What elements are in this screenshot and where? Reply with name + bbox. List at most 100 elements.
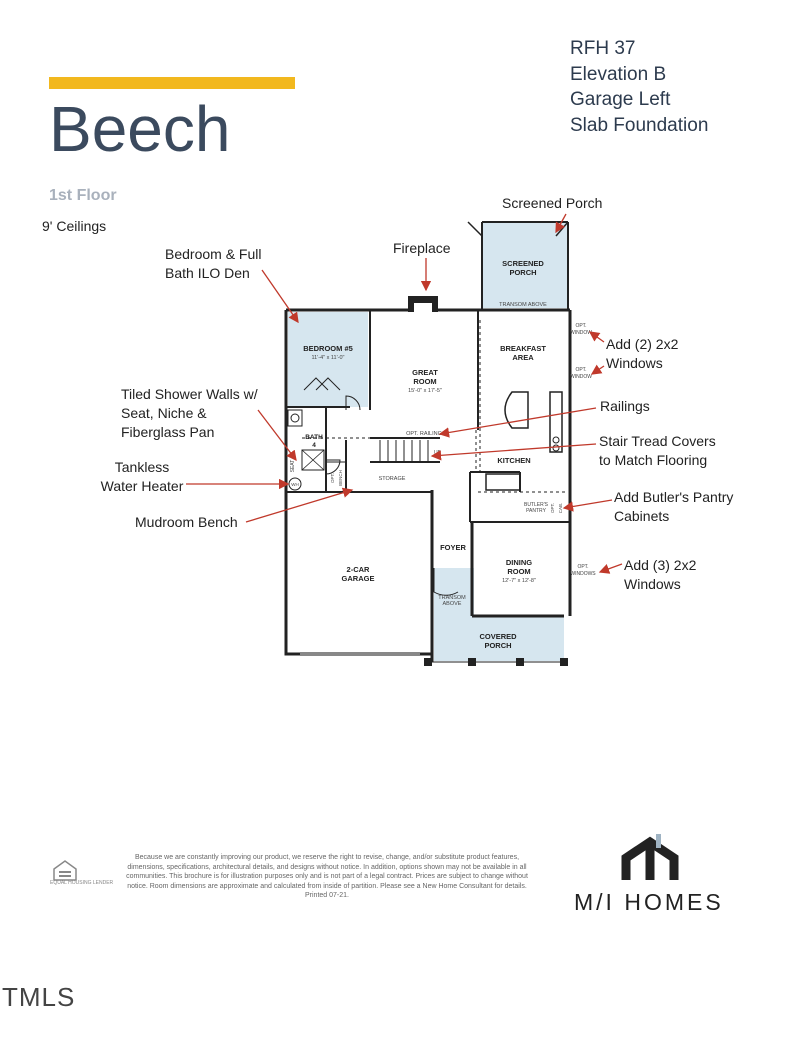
callout-line: Add (3) 2x2: [624, 557, 697, 573]
brand-logo-text: M/I HOMES: [574, 889, 724, 915]
room-dimension: 12'-7" x 12'-8": [502, 578, 536, 584]
callout-line: Stair Tread Covers: [599, 433, 716, 449]
arrow-bedroom: [261, 269, 299, 324]
room-label: 4: [312, 442, 316, 449]
callout-line: Seat, Niche &: [121, 405, 207, 421]
callout-stair-tread: Stair Tread Covers to Match Flooring: [599, 432, 716, 470]
porch-column: [560, 658, 568, 666]
closet-door: [303, 377, 329, 391]
callout-fireplace: Fireplace: [393, 240, 451, 256]
toilet: [287, 409, 303, 427]
room-note: CAB.: [558, 503, 563, 514]
callout-add-3x2: Add (3) 2x2 Windows: [624, 556, 696, 594]
room-label: COVERED: [479, 632, 517, 641]
mudroom-bench: [325, 461, 347, 493]
equal-housing-icon: [53, 860, 77, 881]
fireplace-opening: [414, 303, 432, 312]
room-note: OPT.: [575, 323, 586, 329]
foyer-door: [433, 568, 459, 596]
room-label: PORCH: [509, 268, 536, 277]
arrow-screened-porch: [555, 213, 567, 234]
bedroom-door: [345, 395, 361, 411]
callout-bedroom: Bedroom & Full Bath ILO Den: [165, 245, 261, 283]
room-label: BEDROOM #5: [303, 344, 353, 353]
room-label: GARAGE: [342, 574, 375, 583]
room-note: WINDOW: [570, 330, 592, 336]
callout-screened-porch: Screened Porch: [502, 195, 603, 211]
room-label: GREAT: [412, 368, 438, 377]
callout-arrows: [186, 213, 623, 574]
screened-porch-walls: [481, 221, 569, 310]
room-note: TRANSOM: [438, 595, 466, 601]
transom-area: [434, 568, 474, 616]
room-label: 2-CAR: [347, 565, 371, 574]
ceilings-note: 9' Ceilings: [42, 218, 107, 234]
mi-homes-logo-icon: [621, 834, 679, 880]
callout-line: Bedroom & Full: [165, 246, 262, 262]
callout-line: Tankless: [114, 459, 170, 475]
callout-line: Add Butler's Pantry: [614, 489, 734, 505]
arrow-stair-tread: [430, 443, 597, 461]
arrow-mudroom: [245, 487, 354, 523]
kitchen-counter: [549, 391, 563, 453]
room-label: STORAGE: [379, 476, 406, 482]
callout-mudroom-bench: Mudroom Bench: [135, 514, 238, 530]
room-label: AREA: [512, 353, 534, 362]
accent-bar: [49, 77, 295, 89]
room-label: ROOM: [413, 377, 436, 386]
bath-door: [325, 459, 341, 475]
room-note: OPT. RAILING: [406, 431, 442, 437]
room-label: FOYER: [440, 543, 466, 552]
callout-line: Windows: [606, 355, 663, 371]
shower: [301, 449, 325, 471]
room-label: SCREENED: [502, 259, 544, 268]
callout-add-2x2: Add (2) 2x2 Windows: [606, 335, 678, 373]
callout-line: Water Heater: [100, 478, 184, 494]
covered-porch-area: [434, 616, 564, 661]
room-note: OPT.: [330, 473, 335, 483]
room-note: TRANSOM ABOVE: [499, 302, 547, 308]
callout-butlers-pantry: Add Butler's Pantry Cabinets: [614, 488, 733, 526]
porch-column: [516, 658, 524, 666]
callout-line: Fiberglass Pan: [121, 424, 215, 440]
room-note: SEAT: [290, 460, 296, 473]
screened-porch-area: [482, 222, 568, 308]
room-note: WH: [291, 482, 299, 487]
cooktop-burner: [552, 444, 560, 452]
plan-title: Beech: [49, 93, 231, 165]
room-label: ROOM: [507, 567, 530, 576]
room-dimension: 15'-0" x 17'-5": [408, 388, 442, 394]
room-label: KITCHEN: [497, 456, 530, 465]
room-note: PANTRY: [526, 508, 546, 514]
porch-column: [468, 658, 476, 666]
room-note: BENCH: [338, 470, 343, 486]
room-label: DINING: [506, 558, 532, 567]
plan-meta: RFH 37 Elevation B Garage Left Slab Foun…: [570, 36, 708, 138]
room-note: ABOVE: [443, 601, 462, 607]
stairs: [379, 440, 429, 462]
arrow-windows-3: [598, 563, 623, 574]
dashed-divisions: [302, 309, 568, 493]
callout-line: Cabinets: [614, 508, 670, 524]
room-note: WINDOW: [570, 374, 592, 380]
room-note: OPT.: [577, 564, 588, 570]
room-note: OPT.: [575, 367, 586, 373]
callout-line: Add (2) 2x2: [606, 336, 679, 352]
room-note: OPT.: [550, 503, 555, 513]
callout-line: to Match Flooring: [599, 452, 708, 468]
callout-railings: Railings: [600, 398, 650, 414]
floor-label: 1st Floor: [49, 187, 117, 204]
equal-housing-label: EQUAL HOUSING LENDER: [50, 880, 114, 886]
kitchen-island: [504, 391, 529, 429]
arrow-railings: [438, 407, 597, 438]
callout-line: Windows: [624, 576, 681, 592]
callout-line: Bath ILO Den: [165, 265, 250, 281]
arrow-window-1: [588, 331, 605, 343]
callout-tankless: Tankless Water Heater: [97, 458, 187, 496]
meta-line: Slab Foundation: [570, 114, 709, 136]
arrow-tiled-shower: [257, 409, 297, 462]
room-note: BUTLER'S: [524, 502, 549, 508]
meta-line: RFH 37: [570, 38, 636, 59]
callout-tiled-shower: Tiled Shower Walls w/ Seat, Niche & Fibe…: [121, 385, 258, 442]
